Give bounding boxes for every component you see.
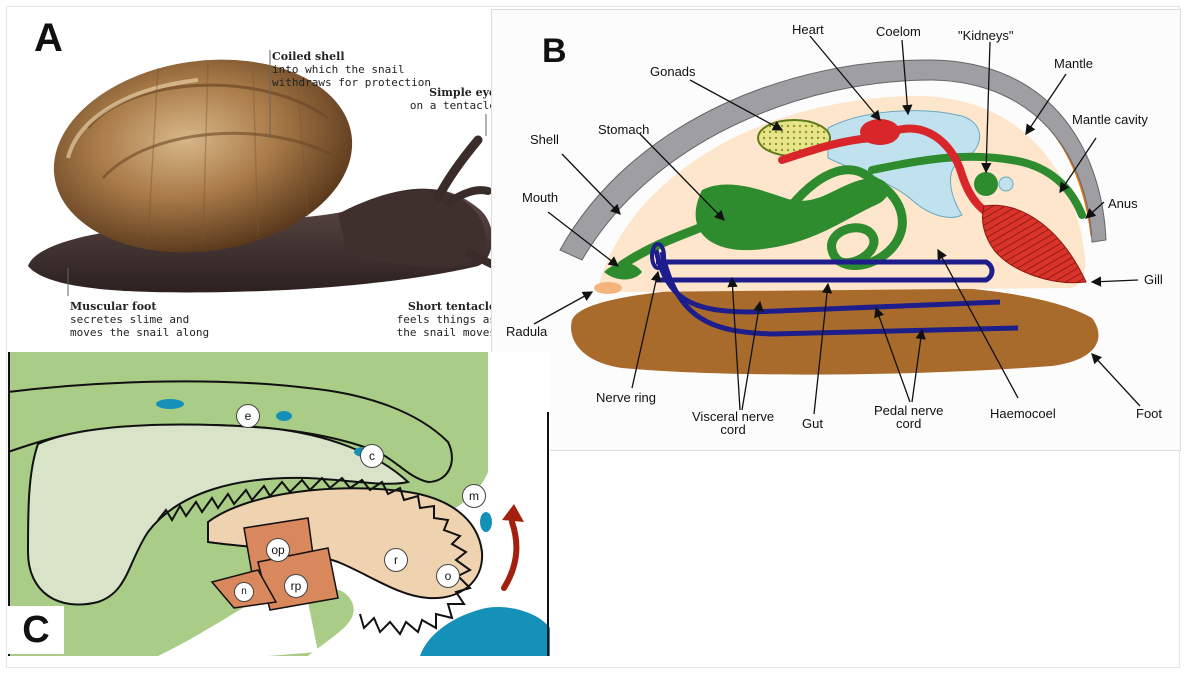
label-gonads: Gonads — [650, 64, 696, 79]
marker-c: c — [360, 444, 384, 468]
label-anus: Anus — [1108, 196, 1138, 211]
label-heart: Heart — [792, 22, 824, 37]
marker-op: op — [266, 538, 290, 562]
blue-spot-4 — [480, 512, 492, 532]
label-short-tentacle-title: Short tentacle — [396, 300, 496, 313]
label-muscular-foot-title: Muscular foot — [70, 300, 220, 313]
label-foot: Foot — [1136, 406, 1162, 421]
blue-spot-2 — [276, 411, 292, 421]
label-kidneys: "Kidneys" — [958, 28, 1013, 43]
label-coelom: Coelom — [876, 24, 921, 39]
marker-e: e — [236, 404, 260, 428]
snail-anatomy-svg — [492, 10, 1180, 450]
kidneys-shape-2 — [999, 177, 1013, 191]
label-muscular-foot: Muscular foot secretes slime and moves t… — [70, 300, 220, 339]
panel-c-radula-diagram: C e c m op rp r o n — [8, 352, 550, 656]
label-simple-eye-desc: on a tentacle — [410, 99, 496, 112]
label-pedal-nerve-cord: Pedal nerve cord — [874, 404, 943, 430]
label-mantle-cavity: Mantle cavity — [1072, 112, 1148, 127]
kidneys-shape — [974, 172, 998, 196]
marker-o: o — [436, 564, 460, 588]
label-haemocoel: Haemocoel — [990, 406, 1056, 421]
panel-a-snail-photo: A Coiled shell into which the snail with… — [8, 8, 498, 348]
label-stomach: Stomach — [598, 122, 649, 137]
foot-shape — [571, 284, 1098, 375]
marker-n: n — [234, 582, 254, 602]
label-simple-eye-title: Simple eye — [406, 86, 496, 99]
label-shell: Shell — [530, 132, 559, 147]
label-short-tentacle-desc: feels things as the snail moves — [397, 313, 496, 339]
label-mantle: Mantle — [1054, 56, 1093, 71]
arrow-gill — [1092, 280, 1138, 282]
panel-b-letter: B — [542, 32, 567, 71]
marker-r: r — [384, 548, 408, 572]
label-visceral-nerve-cord: Visceral nerve cord — [692, 410, 774, 436]
label-nerve-ring: Nerve ring — [596, 390, 656, 405]
blue-spot-1 — [156, 399, 184, 409]
marker-rp: rp — [284, 574, 308, 598]
label-simple-eye: Simple eye on a tentacle — [406, 86, 496, 112]
arrow-foot — [1092, 354, 1140, 406]
radula-shape — [594, 282, 622, 294]
label-muscular-foot-desc: secretes slime and moves the snail along — [70, 313, 209, 339]
marker-m: m — [462, 484, 486, 508]
label-gut: Gut — [802, 416, 823, 431]
label-mouth: Mouth — [522, 190, 558, 205]
label-coiled-shell-title: Coiled shell — [272, 50, 442, 63]
label-visceral-line-2: cord — [692, 423, 774, 436]
label-pedal-line-2: cord — [874, 417, 943, 430]
label-gill: Gill — [1144, 272, 1163, 287]
panel-a-letter: A — [34, 16, 63, 61]
panel-c-letter: C — [8, 606, 64, 654]
panel-b-anatomy-diagram: B Heart Coelom "Kidneys" Mantle Gonads M… — [492, 10, 1180, 450]
label-coiled-shell: Coiled shell into which the snail withdr… — [272, 50, 442, 89]
label-radula: Radula — [506, 324, 547, 339]
label-short-tentacle: Short tentacle feels things as the snail… — [396, 300, 496, 339]
